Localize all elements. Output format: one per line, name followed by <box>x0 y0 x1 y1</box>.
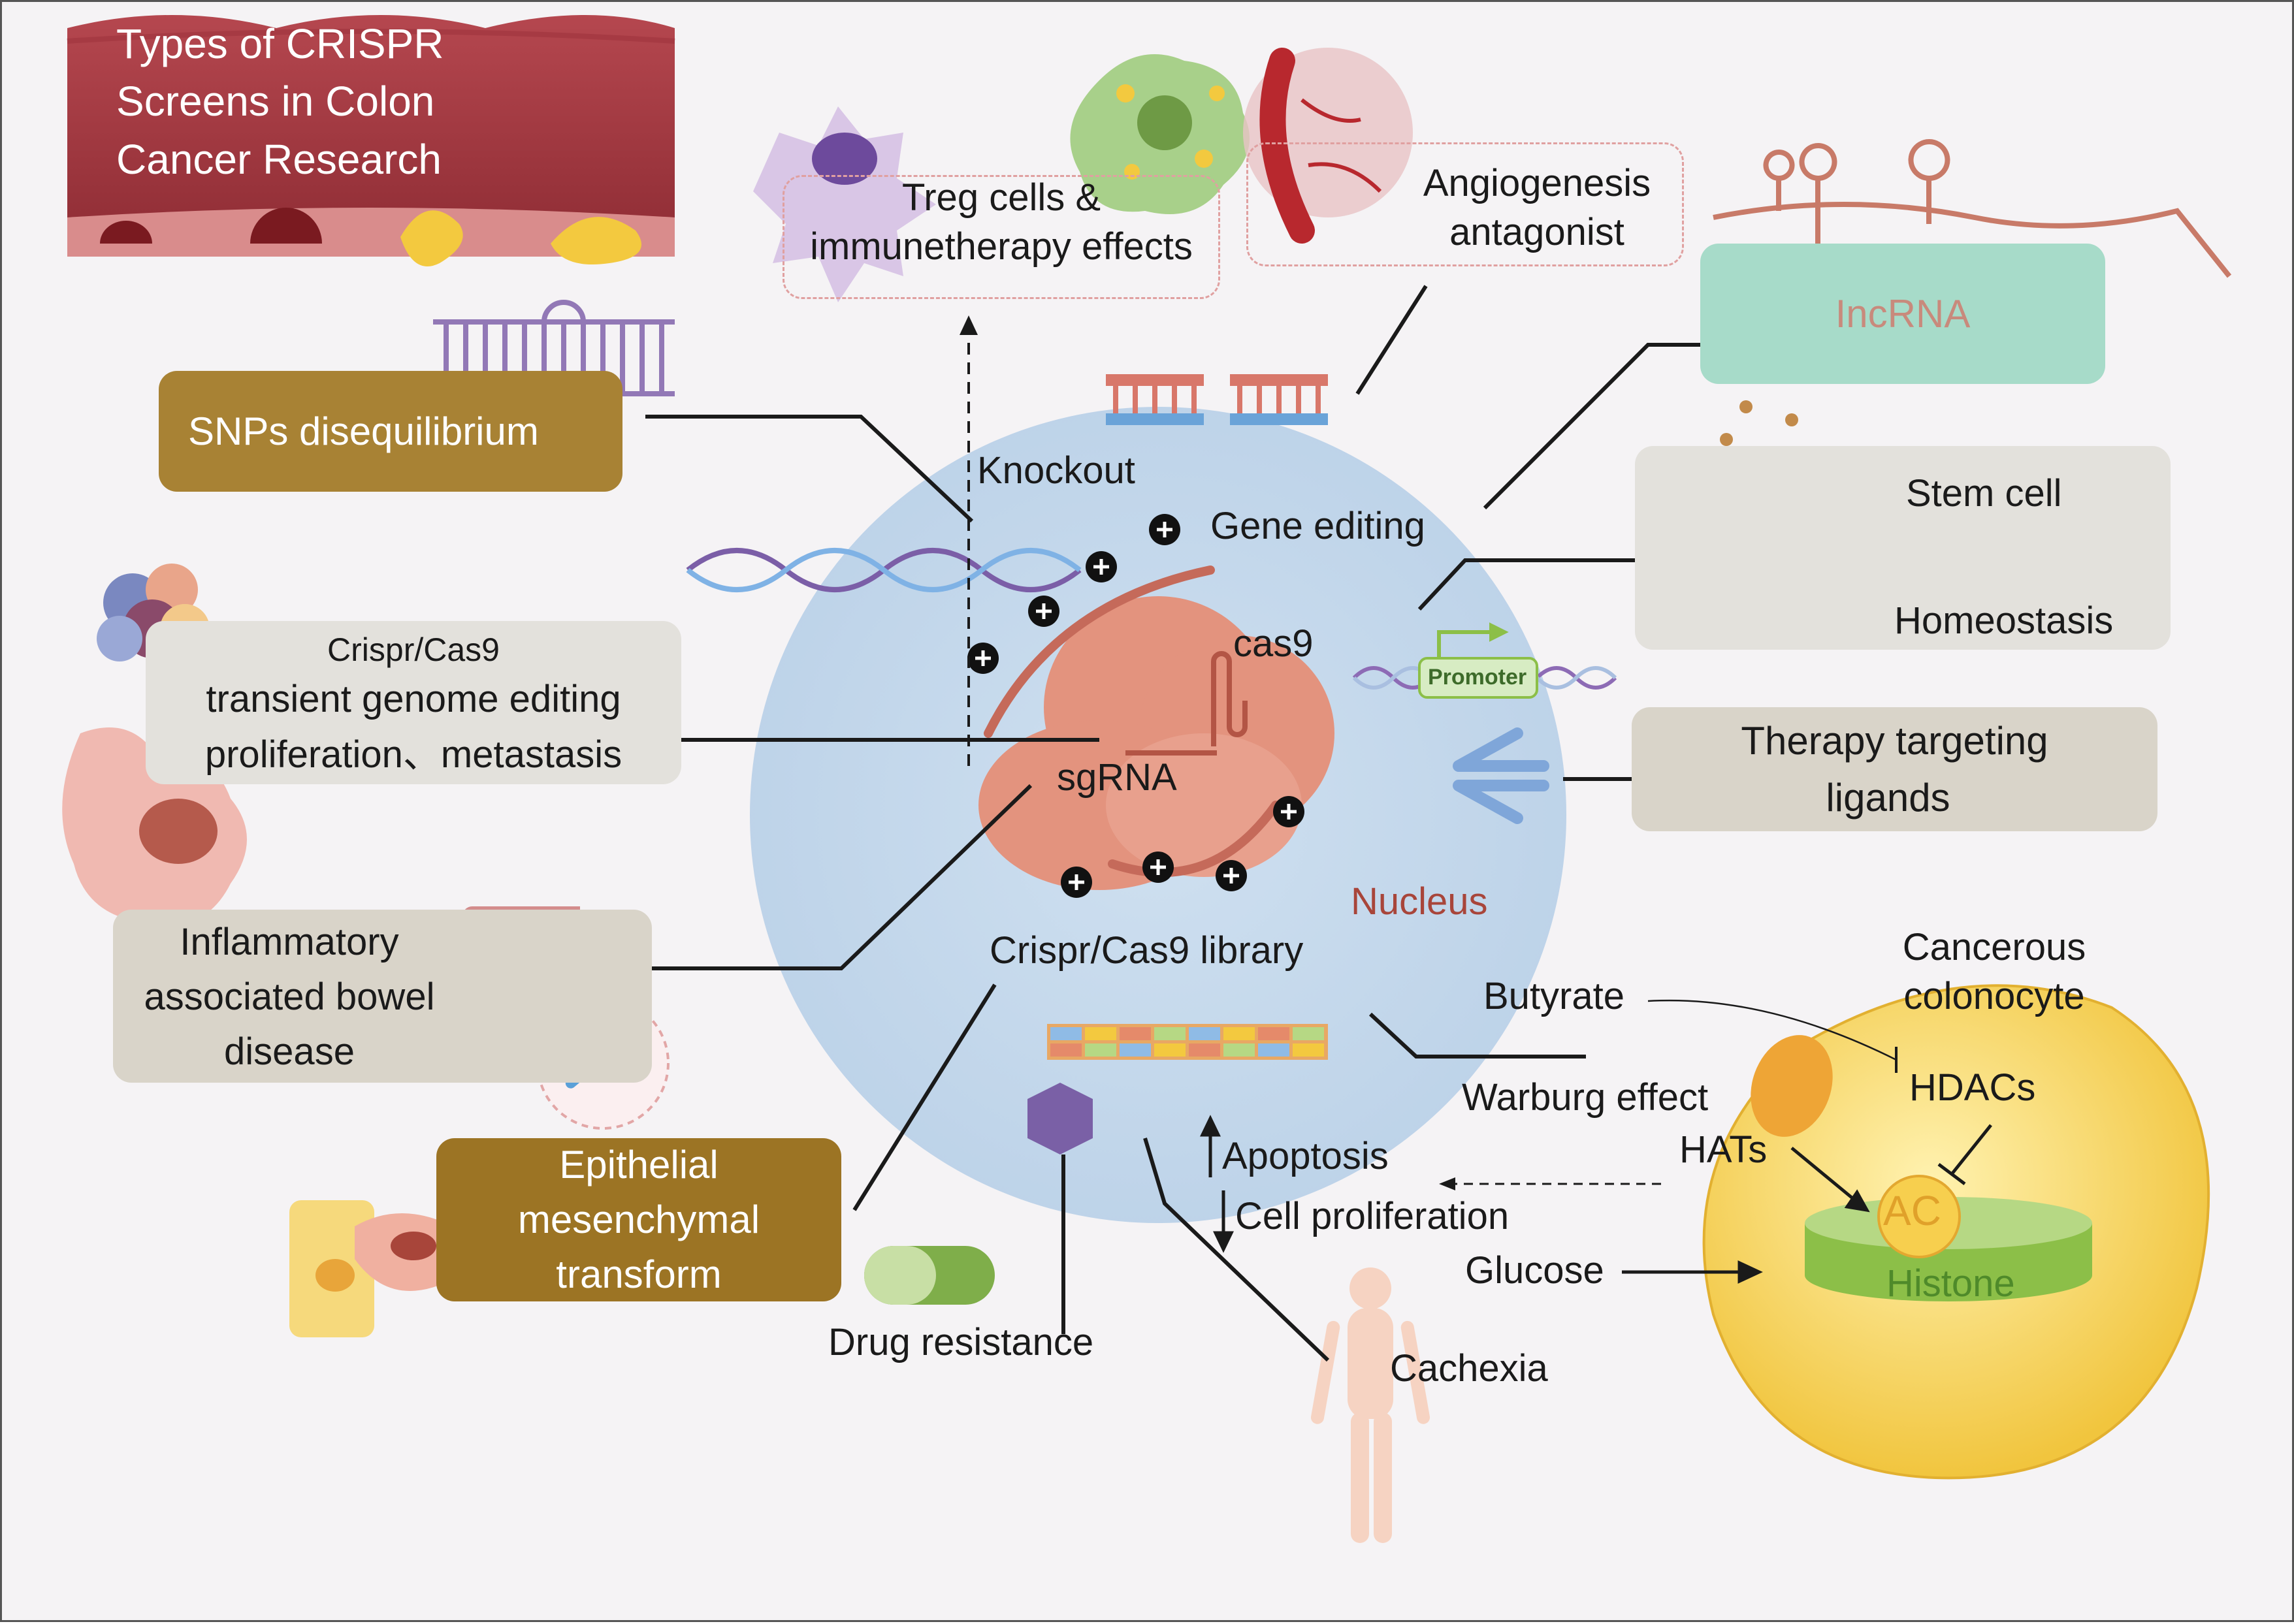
knockout-arrow <box>960 315 978 766</box>
plus-marker <box>1061 867 1092 898</box>
library-label: Crispr/Cas9 library <box>990 929 1304 972</box>
promoter-label: Promoter <box>1428 665 1527 690</box>
lncrna-label: IncRNA <box>1835 292 1971 336</box>
homeostasis-label: Homeostasis <box>1894 599 2114 642</box>
diagram-title: Types of CRISPR Screens in Colon Cancer … <box>116 20 444 183</box>
angio-box <box>1246 142 1684 266</box>
line-snps <box>645 415 974 523</box>
transient-label: transient genome editing <box>206 678 621 720</box>
plus-marker <box>1028 596 1059 627</box>
snps-label: SNPs disequilibrium <box>188 409 539 453</box>
cancerous-label: Cancerous colonocyte <box>1902 926 2086 1018</box>
ac-label: AC <box>1883 1187 1941 1234</box>
edited-dna-icon <box>1106 374 1328 425</box>
line-angio <box>1355 285 1428 395</box>
cas9-label: cas9 <box>1233 622 1314 665</box>
hdacs-label: HDACs <box>1909 1066 2036 1109</box>
snps-box: SNPs disequilibrium <box>159 371 622 492</box>
treg-box <box>783 175 1220 299</box>
therapy-box: Therapy targeting ligands <box>1632 707 2157 831</box>
dna-helix-icon <box>686 548 1082 592</box>
lncrna-box: IncRNA <box>1700 244 2105 384</box>
stem-cell-box <box>1635 446 2171 650</box>
line-lncrna <box>1483 343 1700 510</box>
cancerous-colonocyte-cell <box>1702 984 2210 1480</box>
line-ibd <box>622 784 1033 970</box>
crispr-small-label: Crispr/Cas9 <box>327 631 500 668</box>
plus-markers <box>967 514 1304 898</box>
ibd-box <box>113 910 652 1083</box>
emt-label-3: transform <box>556 1252 722 1296</box>
emt-label-1: Epithelial <box>559 1143 719 1186</box>
dna-ladder-icon <box>433 300 675 396</box>
hats-label: HATs <box>1679 1128 1768 1171</box>
lncrna-strand-icon <box>1713 139 2232 278</box>
line-emt <box>852 983 997 1211</box>
connector-lines <box>622 285 1700 1362</box>
plus-marker <box>1142 852 1174 883</box>
sgrna-label: sgRNA <box>1057 756 1177 799</box>
promoter-helix-icon <box>1352 622 1617 699</box>
plus-marker <box>1216 860 1247 891</box>
gene-editing-label: Gene editing <box>1210 505 1425 547</box>
angio-label: Angiogenesis antagonist <box>1423 162 1651 254</box>
ibd-label: Inflammatory associated bowel disease <box>144 921 435 1074</box>
arrows-metabolism <box>1200 999 1992 1284</box>
emt-label-2: mesenchymal <box>517 1198 760 1241</box>
line-stem <box>1417 558 1687 611</box>
therapy-label-1: Therapy targeting <box>1741 719 2048 763</box>
nucleus-label: Nucleus <box>1351 880 1488 923</box>
plus-marker <box>1149 514 1180 545</box>
treg-label: Treg cells & immunetherapy effects <box>810 176 1193 268</box>
receptor-icon <box>1453 727 1549 824</box>
line-butyrate <box>1368 1012 1586 1059</box>
plus-marker <box>967 643 999 674</box>
butyrate-label: Butyrate <box>1483 975 1624 1017</box>
therapy-label-2: ligands <box>1826 776 1950 820</box>
stem-cell-label: Stem cell <box>1906 472 2062 515</box>
glucose-label: Glucose <box>1465 1249 1604 1292</box>
treg-cell-icon <box>753 106 936 302</box>
histone-label: Histone <box>1886 1262 2015 1305</box>
cachexia-label: Cachexia <box>1390 1347 1548 1390</box>
emt-box: Epithelial mesenchymal transform <box>436 1138 841 1301</box>
plus-marker <box>1273 796 1304 827</box>
warburg-label: Warburg effect <box>1462 1076 1709 1119</box>
colon-tissue-illustration <box>67 15 675 266</box>
line-cachexia <box>1143 1138 1330 1362</box>
library-strip-icon <box>1047 1024 1328 1060</box>
plus-marker <box>1086 551 1117 582</box>
drug-target-icon <box>1027 1083 1093 1334</box>
cell-proliferation-label: Cell proliferation <box>1235 1195 1510 1237</box>
capsule-icon <box>864 1246 995 1305</box>
apoptosis-label: Apoptosis <box>1222 1135 1389 1177</box>
drug-resistance-label: Drug resistance <box>828 1321 1094 1363</box>
macrophage-icon <box>1070 54 1250 214</box>
transient-box <box>146 621 681 784</box>
cas9-complex <box>978 565 1334 890</box>
prolif-meta-label: proliferation、metastasis <box>204 733 622 776</box>
knockout-label: Knockout <box>977 449 1135 492</box>
human-body-icon <box>1310 1267 1430 1543</box>
